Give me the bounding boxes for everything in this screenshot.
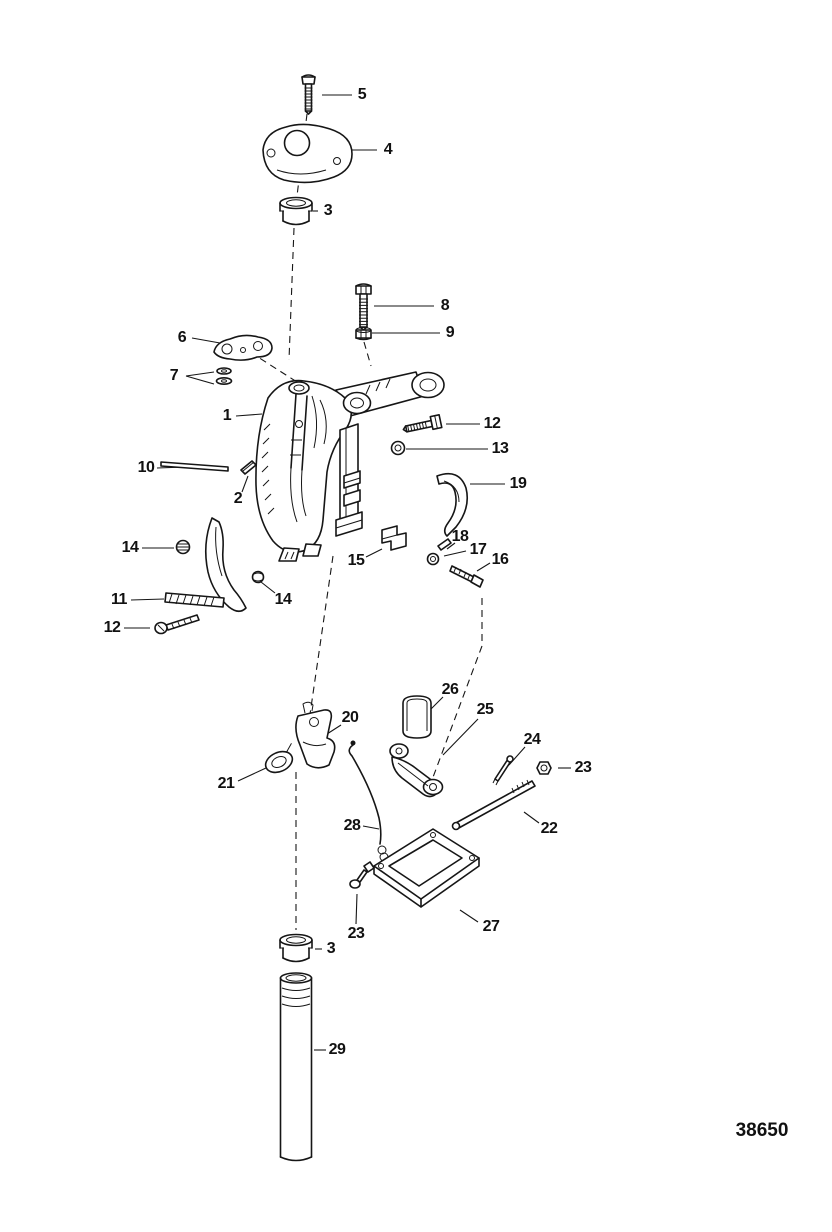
callout-6: 6 (177, 329, 187, 346)
figure-number: 38650 (735, 1120, 789, 1141)
callout-27: 27 (482, 918, 500, 935)
part-pin-18 (437, 538, 452, 551)
part-bushing-3-lower (279, 933, 313, 963)
callout-25: 25 (476, 701, 494, 718)
part-spring-28 (348, 740, 394, 873)
part-screw-5 (301, 74, 316, 115)
part-plate-4 (262, 123, 353, 184)
part-washers-7 (215, 367, 233, 385)
callout-12: 12 (483, 415, 501, 432)
callout-18: 18 (451, 528, 469, 545)
part-bolt-8 (355, 283, 372, 331)
part-rod-22 (451, 779, 536, 831)
callout-7: 7 (169, 367, 179, 384)
part-bushing-3-upper (279, 196, 313, 226)
callout-15: 15 (347, 552, 365, 569)
part-washer-13 (390, 440, 406, 456)
callout-29: 29 (328, 1041, 346, 1058)
callout-10: 10 (137, 459, 155, 476)
callout-4: 4 (383, 141, 393, 158)
part-tube-29 (279, 972, 313, 1162)
callout-16: 16 (491, 551, 509, 568)
part-bolt-16 (449, 565, 484, 588)
callout-8: 8 (440, 297, 450, 314)
part-frame-27 (363, 828, 480, 908)
callout-9: 9 (445, 324, 455, 341)
part-bracket-6 (213, 334, 273, 361)
part-nut-23-right (536, 761, 552, 775)
callout-22: 22 (540, 820, 558, 837)
callout-2: 2 (233, 490, 243, 507)
part-bracket-20 (295, 701, 336, 769)
callout-3: 3 (323, 202, 333, 219)
part-clip-15 (381, 525, 407, 551)
part-half-bushing-26 (402, 695, 432, 739)
part-nut-9 (355, 327, 372, 341)
callout-21: 21 (217, 775, 235, 792)
part-swivel-bracket-1 (255, 371, 445, 562)
part-plug-14-left (175, 539, 191, 555)
part-ring-21 (264, 743, 294, 774)
callout-23-b: 23 (347, 925, 365, 942)
callout-23-a: 23 (574, 759, 592, 776)
part-pin-24 (492, 755, 514, 786)
part-bolt-12-left (154, 614, 200, 635)
callout-17: 17 (469, 541, 487, 558)
callout-19: 19 (509, 475, 527, 492)
callout-14-a: 14 (121, 539, 139, 556)
part-clamp-25 (389, 743, 444, 798)
part-bolt-23-lower (349, 869, 368, 889)
callout-5: 5 (357, 86, 367, 103)
leader-lines (124, 94, 571, 1051)
callout-28: 28 (343, 817, 361, 834)
centerlines (249, 113, 483, 930)
part-link-arm-19 (436, 472, 469, 537)
callout-13: 13 (491, 440, 509, 457)
callout-12-b: 12 (103, 619, 121, 636)
part-pin-10 (160, 461, 229, 472)
callout-1: 1 (222, 407, 232, 424)
part-rod-11 (164, 592, 225, 608)
part-pin-2 (240, 460, 257, 475)
part-lock-arm (204, 517, 247, 613)
callout-3-b: 3 (326, 940, 336, 957)
callout-26: 26 (441, 681, 459, 698)
callout-11: 11 (111, 591, 127, 608)
callout-20: 20 (341, 709, 359, 726)
part-bolt-12-right (402, 413, 443, 433)
callout-14-b: 14 (274, 591, 292, 608)
part-ball-14 (251, 570, 265, 584)
callout-24: 24 (523, 731, 541, 748)
part-washer-17 (426, 552, 440, 566)
